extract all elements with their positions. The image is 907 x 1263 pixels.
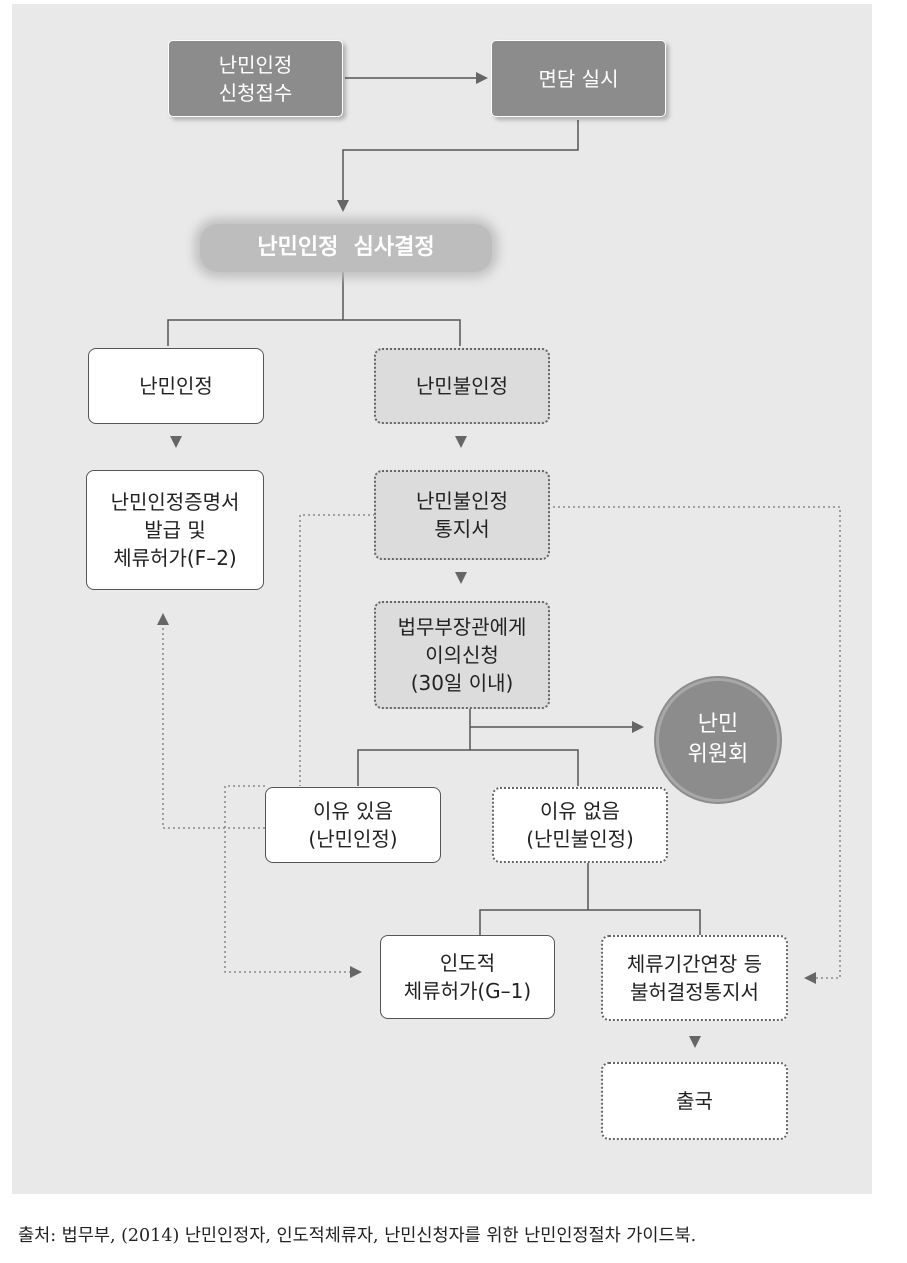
objection-node: 법무부장관에게 이의신청 (30일 이내) bbox=[374, 601, 550, 709]
humanitarian-node: 인도적 체류허가(G–1) bbox=[380, 935, 555, 1019]
recognized-node: 난민인정 bbox=[88, 348, 264, 424]
committee-node: 난민 위원회 bbox=[656, 678, 780, 802]
arrow-down-icon bbox=[170, 436, 182, 448]
arrow-right-icon bbox=[476, 72, 488, 84]
not-recognized-node: 난민불인정 bbox=[374, 348, 550, 424]
arrow-right-icon bbox=[350, 966, 362, 978]
rejection-notice-node: 난민불인정 통지서 bbox=[374, 470, 550, 560]
arrow-down-icon bbox=[455, 436, 467, 448]
arrow-up-icon bbox=[157, 613, 169, 625]
arrow-right-icon bbox=[632, 721, 644, 733]
certificate-node: 난민인정증명서 발급 및 체류허가(F–2) bbox=[86, 470, 264, 590]
review-decision-node: 난민인정 심사결정 bbox=[200, 224, 492, 272]
arrow-down-icon bbox=[455, 572, 467, 584]
extension-denied-node: 체류기간연장 등 불허결정통지서 bbox=[601, 935, 788, 1021]
source-caption: 출처: 법무부, (2014) 난민인정자, 인도적체류자, 난민신청자를 위한… bbox=[18, 1226, 697, 1246]
departure-node: 출국 bbox=[601, 1062, 788, 1140]
reason-no-node: 이유 없음 (난민불인정) bbox=[492, 787, 668, 863]
application-node: 난민인정 신청접수 bbox=[168, 40, 343, 117]
reason-yes-node: 이유 있음 (난민인정) bbox=[265, 787, 441, 863]
arrow-left-icon bbox=[804, 972, 816, 984]
arrow-down-icon bbox=[689, 1036, 701, 1048]
interview-node: 면담 실시 bbox=[491, 40, 666, 117]
arrow-down-icon bbox=[337, 200, 349, 212]
